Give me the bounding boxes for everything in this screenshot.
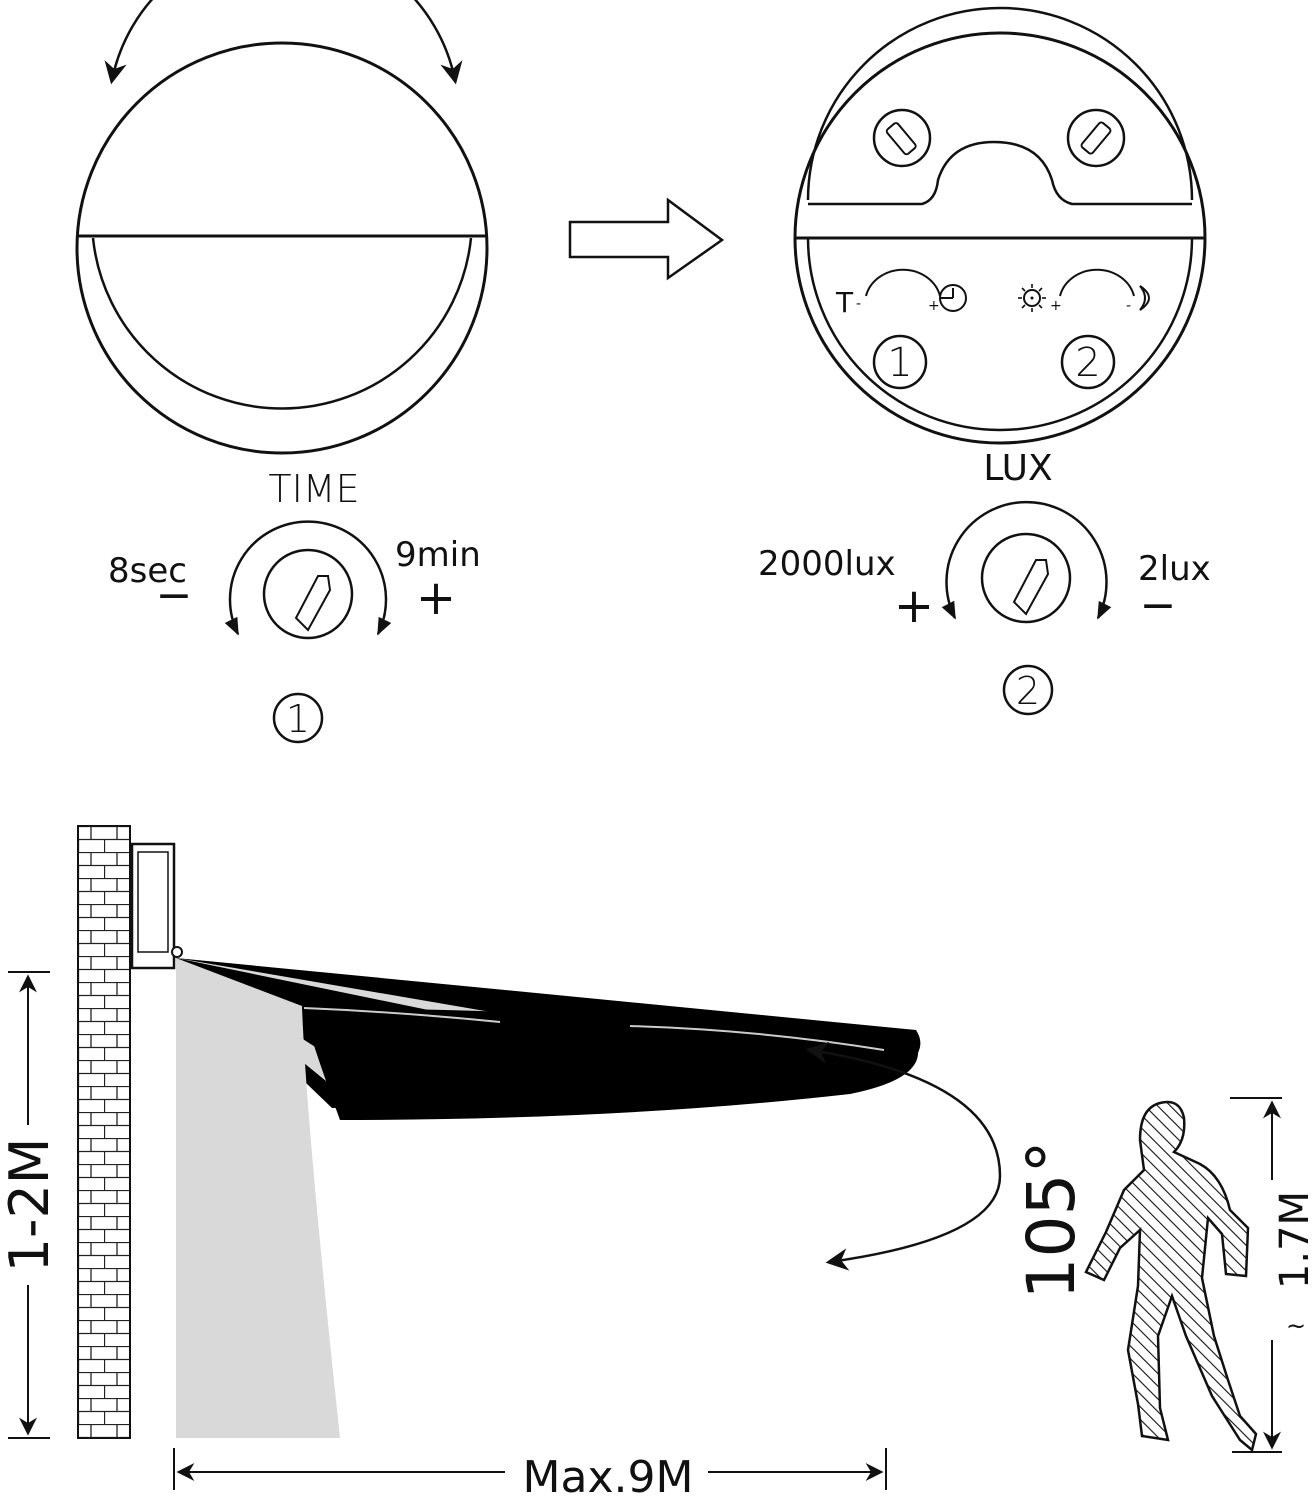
knob-1-label: 1 xyxy=(872,334,928,390)
lux-dial-arrow-icon xyxy=(941,500,1112,620)
time-marker-t: T xyxy=(835,286,854,319)
time-min-label: 8sec xyxy=(108,551,187,591)
mounted-sensor-panel xyxy=(137,851,169,953)
zone-highlight-line-2 xyxy=(303,1007,501,1023)
person-height-label: 1.7M xyxy=(1272,1191,1312,1289)
time-knob-pointer-icon xyxy=(294,575,332,632)
person-height-tilde: ~ xyxy=(1286,1312,1306,1340)
sensor-lens-rim xyxy=(91,237,473,410)
mounted-sensor-lens xyxy=(171,946,183,958)
sensor-underside-view: T - + + - 1 2 xyxy=(793,6,1207,445)
detection-angle-label: 105° xyxy=(1013,1141,1090,1300)
lux-mini-arc xyxy=(1059,268,1135,297)
sensor-front-view xyxy=(75,0,489,455)
knob-2-label: 2 xyxy=(1060,334,1116,390)
lux-plus-sign: + xyxy=(894,578,934,634)
time-dial: TIME 8sec − 9min + 1 xyxy=(108,467,481,744)
zone-base-light xyxy=(176,958,340,1438)
max-range-label: Max.9M xyxy=(523,1452,694,1500)
zone-ground-dark xyxy=(302,1008,919,1120)
sensor-housing-outer xyxy=(75,41,489,455)
arrow-right-icon xyxy=(568,197,725,281)
time-minus-mark: - xyxy=(856,296,861,312)
sun-icon xyxy=(1018,284,1046,312)
lux-dial-number: 2 xyxy=(1002,664,1054,716)
zone-highlight-line xyxy=(629,1025,885,1051)
lux-minus-mark: - xyxy=(1126,298,1131,314)
time-plus-mark: + xyxy=(928,298,940,314)
time-dial-title: TIME xyxy=(268,467,359,511)
svg-text:1: 1 xyxy=(286,697,310,741)
time-dial-arrow-icon xyxy=(224,520,392,636)
lux-knob-pointer-icon xyxy=(1012,559,1050,616)
lux-minus-label: 2lux xyxy=(1138,549,1211,589)
lux-minus-sign: − xyxy=(1140,580,1177,631)
rotate-arrow-icon xyxy=(104,0,463,85)
lux-dial: LUX 2000lux + 2lux − 2 xyxy=(758,448,1211,716)
person-silhouette xyxy=(1084,1100,1258,1453)
time-plus-sign: + xyxy=(416,570,456,626)
brick-wall xyxy=(77,825,131,1439)
lux-plus-label: 2000lux xyxy=(758,544,896,584)
svg-text:2: 2 xyxy=(1016,669,1040,713)
moon-icon xyxy=(1139,285,1150,311)
svg-text:2: 2 xyxy=(1075,340,1100,386)
time-mini-arc xyxy=(865,268,941,297)
mounted-sensor xyxy=(130,842,176,970)
time-minus-sign: − xyxy=(156,570,193,621)
underside-inner-rim xyxy=(806,6,1194,432)
lux-dial-title: LUX xyxy=(983,448,1052,489)
lux-plus-mark: + xyxy=(1050,298,1062,314)
screw-left xyxy=(872,108,932,168)
underside-bump xyxy=(808,140,1192,206)
time-dial-number: 1 xyxy=(272,692,324,744)
clock-icon xyxy=(939,284,967,312)
mount-height-label: 1-2M xyxy=(0,1138,61,1273)
screw-right xyxy=(1066,108,1126,168)
svg-text:1: 1 xyxy=(887,340,912,386)
detection-zone-diagram: 1-2M Max.9M 105° 1.7M ~ xyxy=(0,825,1312,1500)
time-max-label: 9min xyxy=(395,535,481,575)
angle-arrow-icon xyxy=(805,1041,1002,1271)
